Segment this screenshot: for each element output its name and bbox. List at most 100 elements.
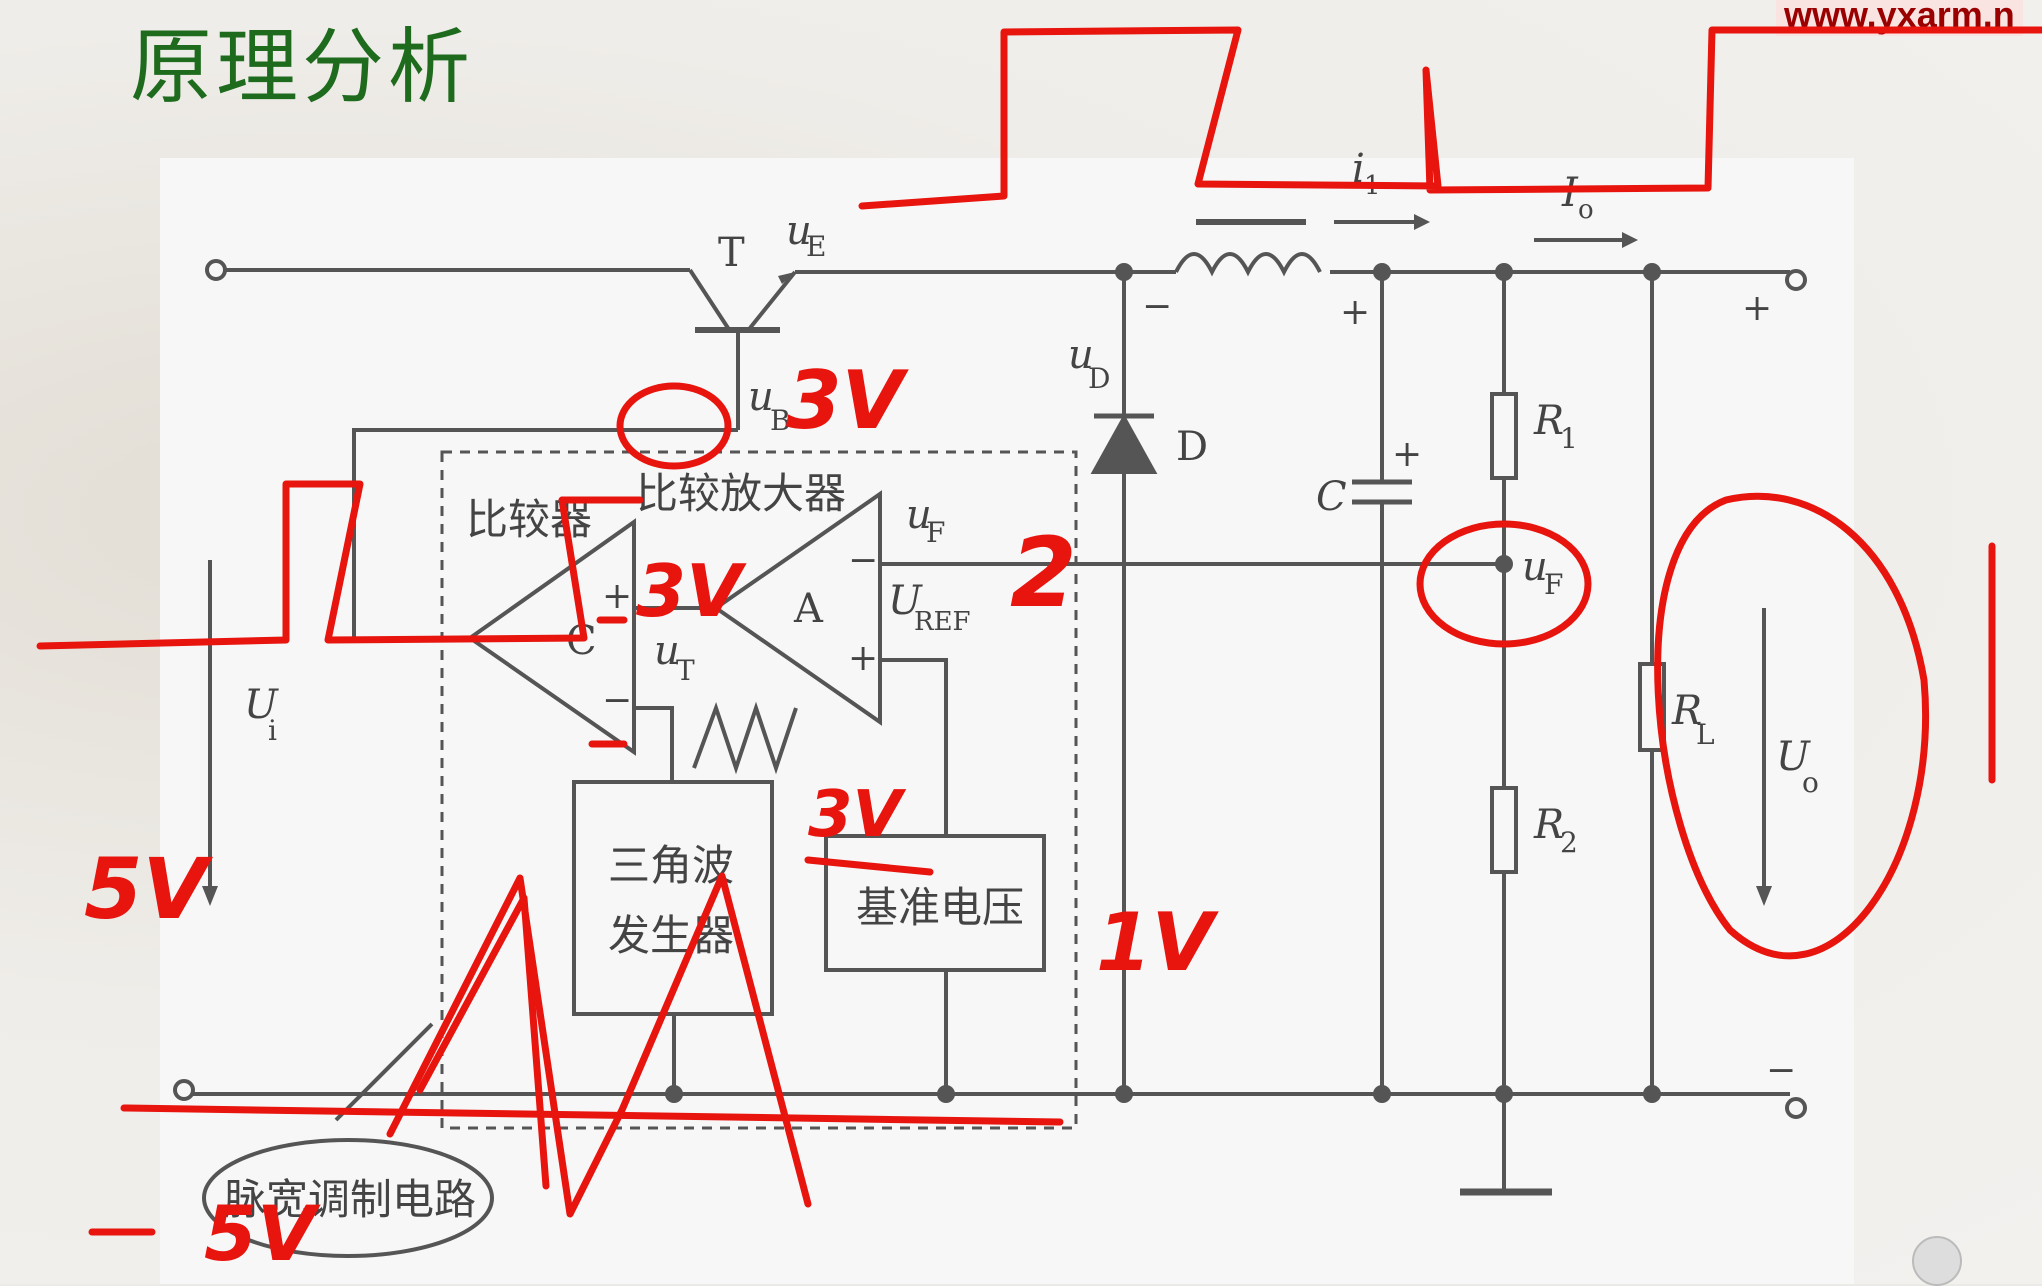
label-r2-sub: 2	[1560, 826, 1578, 859]
label-amp-minus: −	[848, 540, 878, 581]
node-div-bottom	[1495, 1085, 1513, 1103]
label-triangle-gen-2: 发生器	[608, 911, 734, 960]
label-pwm-circuit: 脉宽调制电路	[224, 1175, 476, 1224]
label-uo-sub: o	[1802, 766, 1819, 799]
label-i1: i	[1352, 146, 1365, 192]
label-ue: u	[786, 208, 812, 254]
ui-arrowhead	[202, 886, 218, 906]
label-out-plus: +	[1742, 288, 1772, 329]
annotation-zero-line	[120, 1104, 1064, 1126]
label-ui-sub: i	[268, 714, 277, 747]
label-ut: u	[654, 628, 680, 674]
amplifier-symbol	[712, 490, 882, 726]
annotation-ref-line	[804, 856, 934, 876]
label-io: I	[1561, 170, 1579, 216]
label-ud: u	[1068, 332, 1094, 378]
annotation-uf-value: 2	[1010, 517, 1077, 629]
uo-arrowhead	[1756, 886, 1772, 906]
label-uf-amp-sub: F	[926, 516, 945, 549]
label-amp: 比较放大器	[636, 469, 846, 518]
label-ut-sub: T	[676, 654, 695, 687]
io-arrowhead	[1622, 232, 1638, 248]
label-t: T	[718, 230, 745, 276]
label-inductor-plus: +	[1340, 292, 1370, 333]
pwm-box	[440, 450, 1078, 1130]
label-rl: R	[1671, 688, 1702, 734]
annotation-comp-input: 3V	[636, 549, 747, 633]
label-diode-minus: −	[1142, 286, 1172, 327]
node-load-bottom	[1643, 1085, 1661, 1103]
label-triangle-gen-1: 三角波	[608, 841, 734, 890]
label-capacitor: C	[1316, 474, 1347, 520]
terminal-input-minus	[173, 1079, 195, 1101]
terminal-output-plus	[1785, 269, 1807, 291]
node-cap-bottom	[1373, 1085, 1391, 1103]
slide-title: 原理分析	[130, 20, 475, 115]
annotation-base-circle	[616, 382, 732, 470]
label-r1-sub: 1	[1560, 422, 1578, 455]
label-r1: R	[1533, 398, 1564, 444]
resistor-r1	[1490, 392, 1518, 480]
label-comp-plus: +	[602, 576, 632, 617]
label-diode: D	[1176, 424, 1208, 470]
annotation-neg-value: 5V	[204, 1189, 321, 1278]
label-uf-amp: u	[906, 492, 932, 538]
node-div-top	[1495, 263, 1513, 281]
node-ref-ground	[937, 1085, 955, 1103]
node-tri-ground	[665, 1085, 683, 1103]
annotation-big-triangle-2	[416, 894, 550, 1190]
label-r2: R	[1533, 802, 1564, 848]
transistor-emitter-arrowhead	[778, 272, 795, 284]
label-ui: U	[244, 682, 279, 728]
label-out-minus: −	[1766, 1050, 1796, 1091]
label-ref-voltage: 基准电压	[856, 883, 1024, 932]
label-ud-sub: D	[1088, 362, 1110, 395]
label-ub: u	[748, 374, 774, 420]
reference-box	[824, 834, 1046, 972]
label-amp-plus: +	[848, 638, 878, 679]
diagram-panel	[160, 158, 1854, 1284]
label-amp-letter: A	[793, 586, 824, 632]
triangle-waveform	[692, 701, 798, 775]
label-rl-sub: L	[1696, 718, 1715, 751]
label-cap-plus: +	[1392, 434, 1422, 475]
node-diode-top	[1115, 263, 1133, 281]
label-io-sub: o	[1578, 195, 1594, 225]
terminal-output-minus	[1785, 1097, 1807, 1119]
annotation-big-triangle	[386, 872, 812, 1218]
label-uf-node: u	[1522, 544, 1548, 590]
transistor-emitter	[748, 270, 797, 330]
pwm-label-ellipse	[202, 1138, 494, 1258]
inductor	[1174, 252, 1322, 277]
annotation-uf-circle	[1416, 520, 1592, 648]
annotation-output-loop	[1654, 492, 1929, 960]
label-ue-sub: E	[806, 230, 826, 263]
play-button-icon[interactable]	[1912, 1236, 1962, 1286]
terminal-input-plus	[205, 259, 227, 281]
base-drive-wire	[352, 428, 738, 638]
resistor-r2	[1490, 786, 1518, 874]
i1-arrowhead	[1414, 214, 1430, 230]
label-uref: U	[888, 578, 923, 624]
pwm-pointer	[334, 1022, 434, 1122]
label-uf-node-sub: F	[1544, 568, 1563, 601]
label-comp-minus: −	[602, 680, 632, 721]
annotation-emitter-square-wave	[858, 26, 2042, 210]
annotation-ub-value: 3V	[786, 354, 910, 447]
annotation-input-value: 5V	[84, 840, 213, 938]
annotation-tri-value: 3V	[808, 778, 907, 852]
transistor-collector	[688, 268, 730, 330]
annotation-ref-value: 1V	[1096, 896, 1220, 989]
node-uf	[1495, 555, 1513, 573]
annotations	[36, 26, 2042, 1236]
comparator-ut-wire	[634, 706, 674, 782]
diode-symbol	[1090, 413, 1158, 474]
label-uref-sub: REF	[914, 607, 971, 637]
node-diode-bottom	[1115, 1085, 1133, 1103]
annotation-comparator-out-wave	[36, 480, 644, 650]
uref-wire	[880, 658, 948, 836]
triangle-generator-box	[572, 780, 774, 1016]
node-cap-top	[1373, 263, 1391, 281]
label-ub-sub: B	[770, 404, 791, 437]
